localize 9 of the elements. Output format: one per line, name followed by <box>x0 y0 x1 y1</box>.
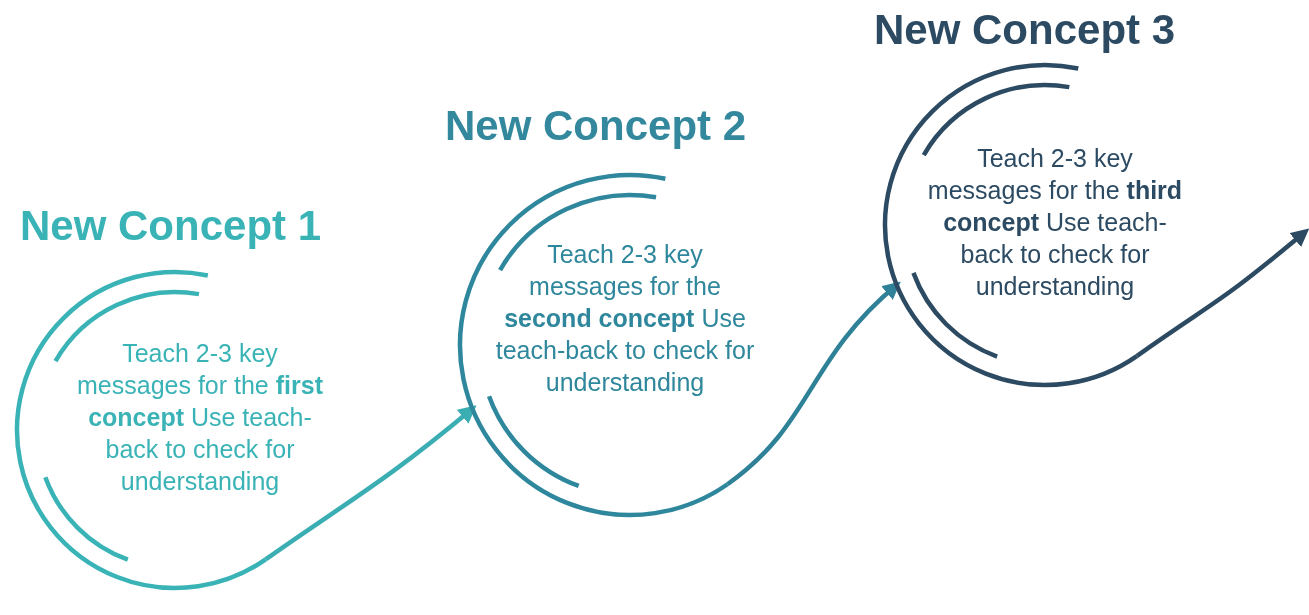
concept-heading: New Concept 1 <box>20 202 322 250</box>
arrow <box>264 405 477 562</box>
concept-description: Teach 2-3 key messages for the second concept Use teach-back to check for understanding <box>494 239 756 398</box>
arrow <box>726 281 901 487</box>
arrow <box>1135 228 1309 358</box>
concept-heading: New Concept 3 <box>874 6 1176 54</box>
concept-heading: New Concept 2 <box>445 102 747 150</box>
concept-description: Teach 2-3 key messages for the first concept Use teach-back to check for understanding <box>76 338 324 497</box>
concept-description: Teach 2-3 key messages for the third concept Use teach-back to check for understanding <box>926 143 1184 302</box>
